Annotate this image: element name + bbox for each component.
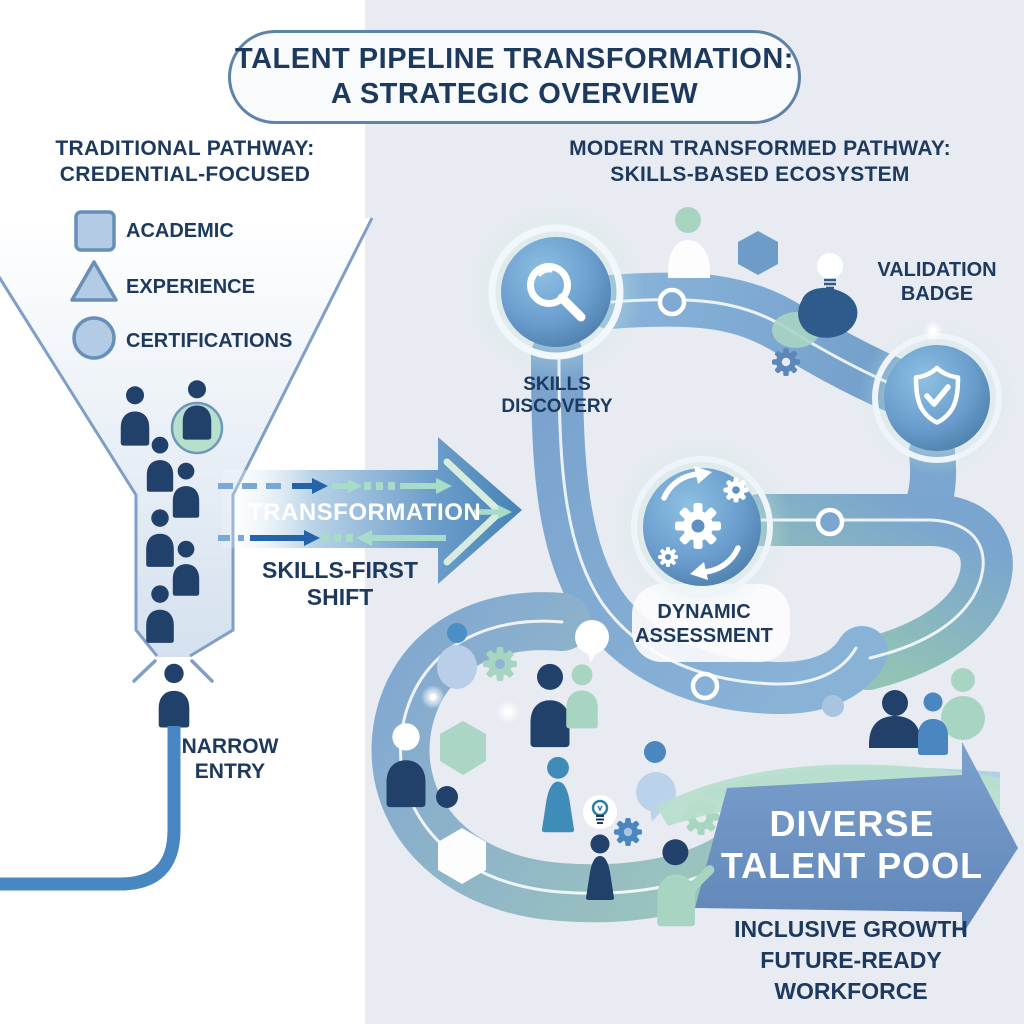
funnel-candidates: [120, 380, 224, 728]
legend-label-experience: EXPERIENCE: [126, 276, 255, 298]
title-line2: A STRATEGIC OVERVIEW: [330, 78, 699, 110]
legend-label-academic: ACADEMIC: [126, 220, 234, 242]
shield-check-icon: [913, 365, 961, 425]
validation-badge-node: [859, 320, 1015, 476]
skills-discovery-node: [468, 204, 644, 380]
outcome-sublabels: INCLUSIVE GROWTH FUTURE-READY WORKFORCE: [734, 916, 968, 1005]
dynamic-assessment-label: DYNAMIC ASSESSMENT: [635, 601, 773, 647]
gears-cycle-icon: [658, 466, 749, 580]
talent-crowd: [386, 620, 985, 900]
diverse-talent-pool-label: DIVERSE TALENT POOL: [720, 803, 984, 886]
hexagon-icon: [440, 721, 486, 775]
gear-icon: [614, 818, 642, 846]
top-decorations: [668, 207, 858, 376]
title-box: TALENT PIPELINE TRANSFORMATION: A STRATE…: [228, 30, 801, 124]
legend-circle-icon: [72, 316, 116, 360]
right-pathway-heading: MODERN TRANSFORMED PATHWAY: SKILLS-BASED…: [569, 137, 951, 187]
validation-badge-label: VALIDATION BADGE: [877, 259, 997, 305]
diverse-talent-pool-arrow: [695, 742, 1018, 935]
legend-label-certifications: CERTIFICATIONS: [126, 330, 293, 352]
hexagon-icon: [438, 828, 486, 884]
woman-icon: [586, 834, 614, 900]
woman-icon: [541, 756, 575, 833]
legend-triangle-icon: [70, 260, 118, 302]
skills-path-ribbon: [371, 272, 1013, 923]
blob-shape: [798, 287, 858, 338]
transformation-label: TRANSFORMATION: [248, 499, 482, 526]
lightbulb-icon: [817, 253, 843, 290]
narrow-entry-pipe: [0, 726, 181, 891]
abstract-person-head: [675, 207, 701, 233]
title-line1: TALENT PIPELINE TRANSFORMATION:: [235, 43, 794, 76]
speech-bubble-icon: [575, 620, 609, 663]
sparkle-glow: [421, 685, 520, 724]
dynamic-assessment-node: [612, 437, 792, 617]
magnifier-icon: [527, 263, 586, 322]
skills-first-shift-label: SKILLS-FIRST SHIFT: [262, 557, 418, 610]
path-node-dot: [657, 287, 845, 701]
transformation-arrow: [218, 437, 522, 584]
dashed-flow-arrows: [218, 478, 512, 546]
person-waving-icon: [657, 839, 715, 927]
gear-icon: [483, 647, 517, 681]
gear-icon: [772, 348, 800, 376]
skills-discovery-label: SKILLS DISCOVERY: [501, 374, 613, 417]
narrow-entry-label: NARROW ENTRY: [181, 735, 279, 783]
legend-square-icon: [74, 210, 116, 252]
exit-person-icon: [158, 663, 190, 728]
left-pathway-heading: TRADITIONAL PATHWAY: CREDENTIAL-FOCUSED: [55, 137, 315, 187]
lightbulb-icon: [583, 795, 617, 829]
hexagon-icon: [738, 231, 778, 275]
